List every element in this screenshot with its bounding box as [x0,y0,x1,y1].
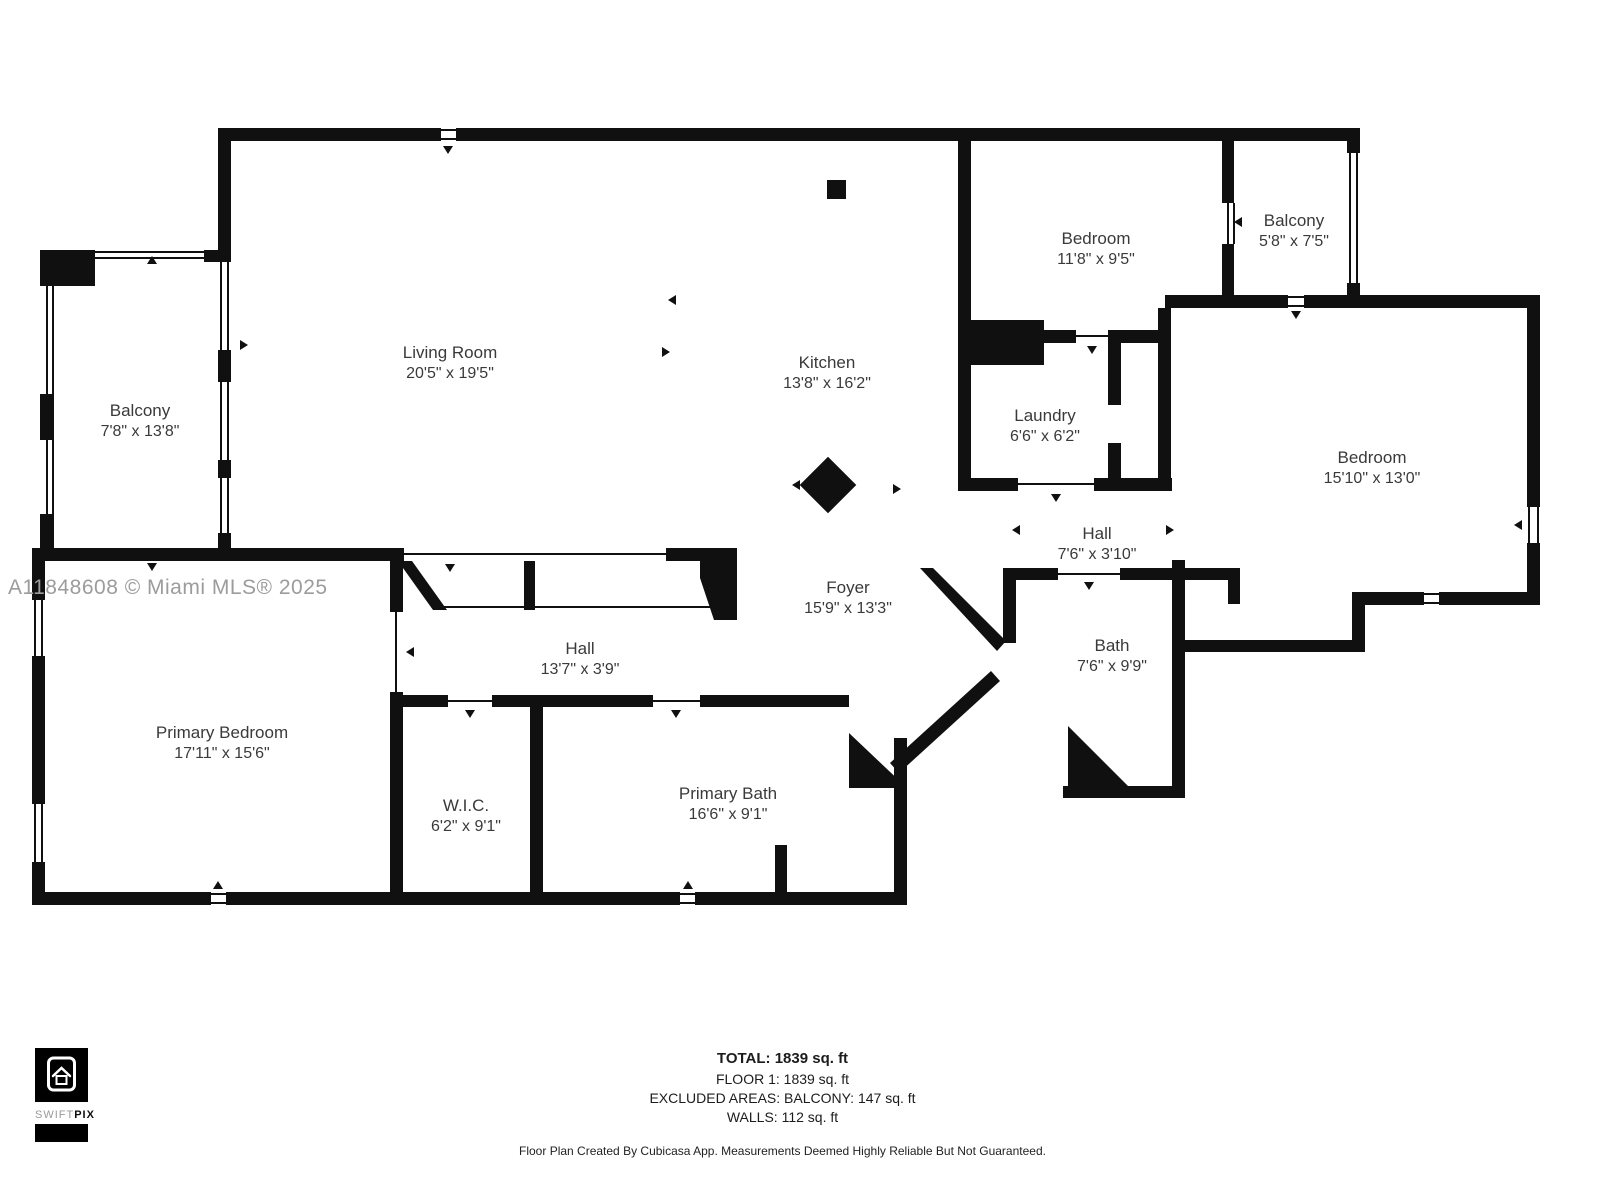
walls-area-text: WALLS: 112 sq. ft [726,1109,839,1125]
room-name: Bath [1094,636,1130,655]
room-label-primary-bath: Primary Bath 16'6" x 9'1" [679,783,777,825]
excluded-area-text: EXCLUDED AREAS: BALCONY: 147 sq. ft [649,1090,916,1106]
room-label-foyer: Foyer 15'9" x 13'3" [804,577,892,619]
swiftpix-house-icon [35,1048,88,1102]
room-name: Kitchen [798,353,856,372]
swiftpix-logo-bar [35,1124,88,1142]
room-dims: 7'6" x 3'10" [1057,546,1137,563]
room-dims: 7'6" x 9'9" [1077,658,1147,675]
room-label-balcony-top-right: Balcony 5'8" x 7'5" [1259,210,1329,252]
window-gaps-layer [211,128,1439,905]
room-dims: 15'9" x 13'3" [804,600,892,617]
room-name: Bedroom [1337,448,1407,467]
room-dims: 13'8" x 16'2" [783,375,871,392]
room-name: Primary Bath [678,784,778,803]
room-label-hall-upper: Hall 7'6" x 3'10" [1058,523,1137,565]
disclaimer-text: Floor Plan Created By Cubicasa App. Meas… [519,1144,1046,1158]
room-name: Foyer [826,578,870,597]
swiftpix-logo: SWIFTPIX [35,1048,95,1142]
room-name: Living Room [402,343,498,362]
thin-lines-layer [34,129,1539,904]
room-dims: 6'2" x 9'1" [431,818,501,835]
swiftpix-brand-text: SWIFTPIX [35,1109,95,1121]
room-dims: 16'6" x 9'1" [688,806,768,823]
room-label-laundry: Laundry 6'6" x 6'2" [1010,405,1080,447]
door-arrows-layer [147,146,1522,889]
room-name: Laundry [1014,406,1076,425]
room-label-primary-bedroom: Primary Bedroom 17'11" x 15'6" [156,722,288,764]
room-label-bedroom-right: Bedroom 15'10" x 13'0" [1324,447,1421,489]
room-name: Hall [1082,524,1112,543]
room-label-balcony-left: Balcony 7'8" x 13'8" [101,400,180,442]
room-dims: 7'8" x 13'8" [100,423,180,440]
room-dims: 17'11" x 15'6" [174,745,270,762]
room-label-kitchen: Kitchen 13'8" x 16'2" [783,352,871,394]
room-label-bath: Bath 7'6" x 9'9" [1077,635,1147,677]
mls-watermark: A11848608 © Miami MLS® 2025 [8,576,328,599]
floor-area-text: FLOOR 1: 1839 sq. ft [715,1071,850,1087]
total-area-text: TOTAL: 1839 sq. ft [716,1050,849,1067]
area-summary: TOTAL: 1839 sq. ft FLOOR 1: 1839 sq. ft … [0,1050,1565,1158]
room-name: Balcony [1263,211,1325,230]
room-name: Bedroom [1061,229,1131,248]
room-dims: 6'6" x 6'2" [1010,428,1080,445]
room-label-hall-lower: Hall 13'7" x 3'9" [541,638,620,680]
room-dims: 15'10" x 13'0" [1323,470,1421,487]
room-dims: 11'8" x 9'5" [1057,251,1135,268]
room-name: Hall [565,639,595,658]
room-label-living-room: Living Room 20'5" x 19'5" [403,342,498,384]
room-label-wic: W.I.C. 6'2" x 9'1" [431,795,501,837]
room-name: Balcony [109,401,171,420]
room-dims: 5'8" x 7'5" [1259,233,1329,250]
room-label-bedroom-top: Bedroom 11'8" x 9'5" [1057,228,1135,270]
room-name: W.I.C. [442,796,490,815]
room-dims: 13'7" x 3'9" [540,661,620,678]
room-name: Primary Bedroom [155,723,289,742]
room-dims: 20'5" x 19'5" [406,365,494,382]
